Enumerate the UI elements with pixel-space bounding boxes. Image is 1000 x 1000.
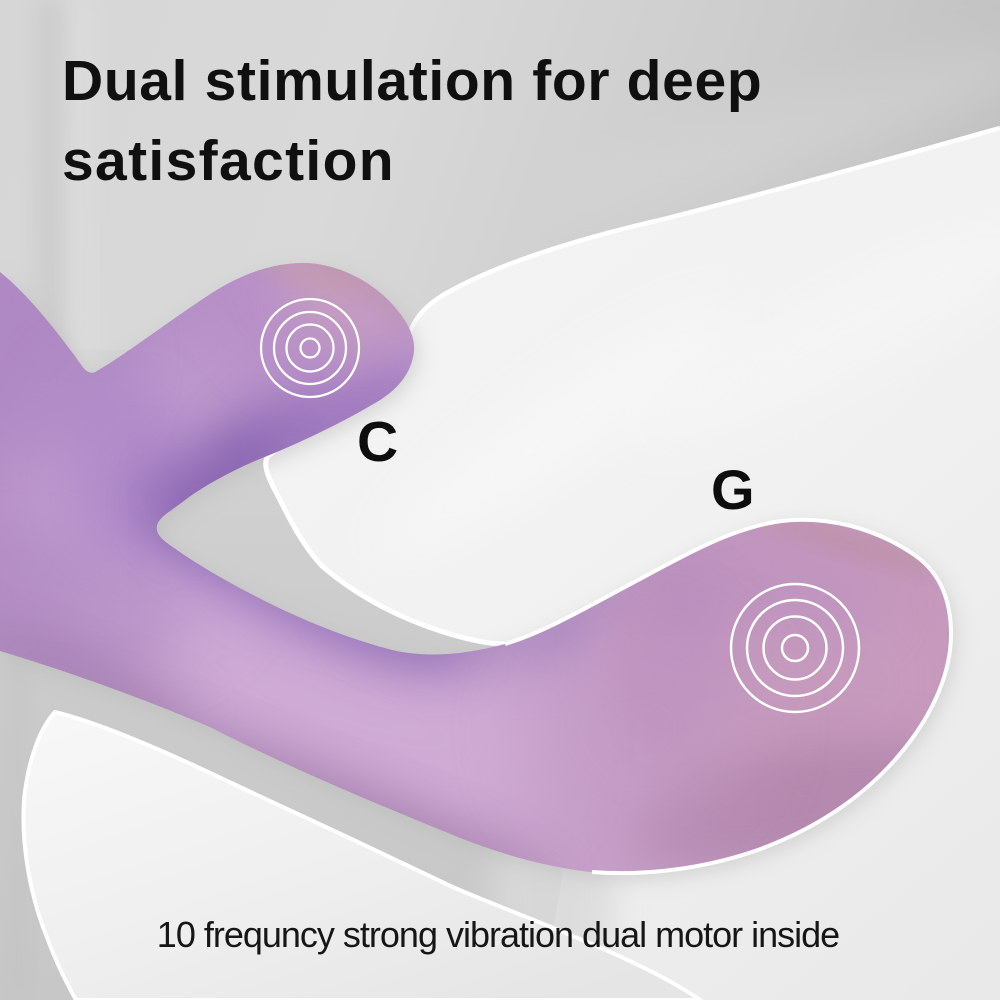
svg-text:10 frequncy strong vibration d: 10 frequncy strong vibration dual motor …: [157, 914, 839, 955]
svg-text:Dual stimulation for deep: Dual stimulation for deep: [62, 49, 762, 113]
svg-text:satisfaction: satisfaction: [62, 129, 395, 193]
svg-text:C: C: [357, 410, 398, 474]
svg-text:G: G: [711, 458, 755, 521]
